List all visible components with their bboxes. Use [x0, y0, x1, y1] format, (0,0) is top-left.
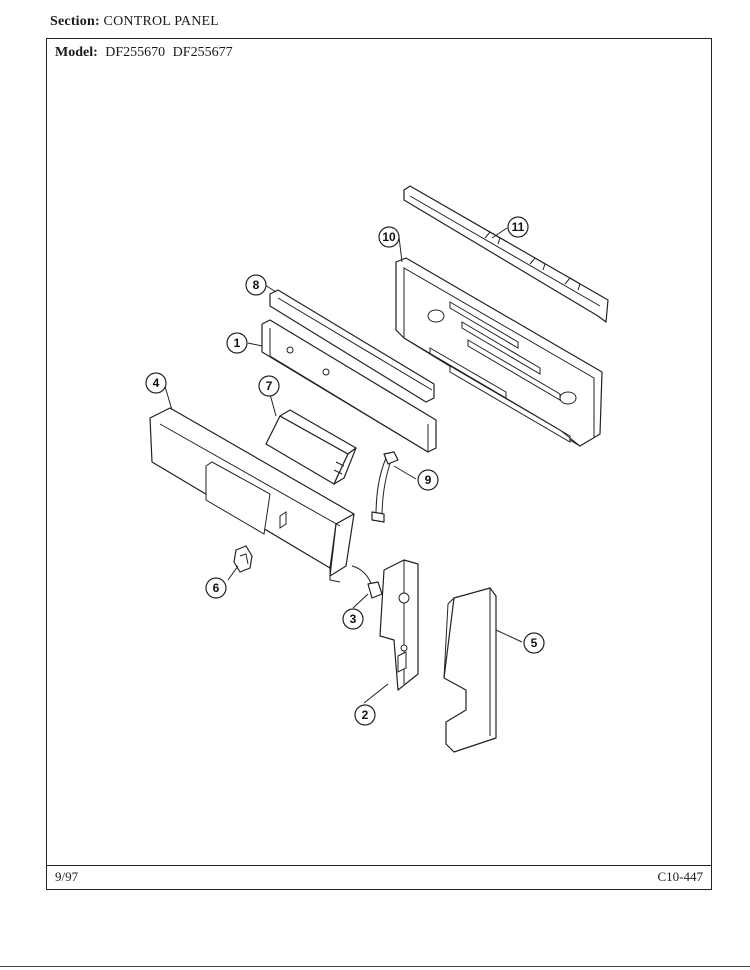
svg-text:8: 8	[253, 278, 260, 292]
callout-1: 1	[226, 332, 248, 354]
callout-7: 7	[258, 375, 280, 397]
part-1-panel-support	[261, 319, 437, 453]
model-label: Model:	[55, 45, 98, 60]
callout-10: 10	[378, 226, 400, 248]
section-header: Section: CONTROL PANEL	[50, 14, 219, 30]
section-value: CONTROL PANEL	[103, 14, 220, 29]
svg-text:6: 6	[213, 581, 220, 595]
footer-date: 9/97	[55, 869, 79, 884]
svg-text:2: 2	[362, 708, 369, 722]
diagram-frame: Model: DF255670 DF255677 9/97 C10-447	[46, 38, 712, 890]
callout-6: 6	[205, 577, 227, 599]
svg-text:11: 11	[512, 220, 525, 234]
model-number-2: DF255677	[172, 45, 233, 60]
part-9-wire-harness	[371, 451, 399, 523]
footer-page-code: C10-447	[657, 869, 704, 884]
svg-text:9: 9	[425, 473, 432, 487]
part-5-end-cap	[443, 587, 497, 753]
part-3-switch	[351, 565, 383, 599]
svg-text:4: 4	[153, 376, 160, 390]
model-line: Model: DF255670 DF255677	[55, 45, 233, 61]
callout-11: 11	[507, 216, 529, 238]
svg-text:5: 5	[531, 636, 538, 650]
callout-2: 2	[354, 704, 376, 726]
callout-8: 8	[245, 274, 267, 296]
callout-9: 9	[417, 469, 439, 491]
part-11-trim-strip	[403, 185, 609, 323]
svg-text:3: 3	[350, 612, 357, 626]
model-number-1: DF255670	[105, 45, 166, 60]
part-4-control-panel	[149, 407, 355, 583]
part-10-backguard-panel	[395, 257, 603, 447]
svg-text:1: 1	[234, 336, 241, 350]
part-8-trim-strip	[269, 289, 435, 403]
svg-text:7: 7	[266, 379, 273, 393]
part-6-knob	[233, 545, 253, 573]
callout-5: 5	[523, 632, 545, 654]
page-bottom-rule	[0, 966, 750, 967]
part-2-end-bracket	[379, 559, 419, 691]
callout-3: 3	[342, 608, 364, 630]
footer-divider	[47, 865, 711, 866]
svg-text:10: 10	[382, 230, 396, 244]
callout-4: 4	[145, 372, 167, 394]
section-label: Section:	[50, 14, 100, 29]
part-7-control-board	[265, 409, 357, 485]
